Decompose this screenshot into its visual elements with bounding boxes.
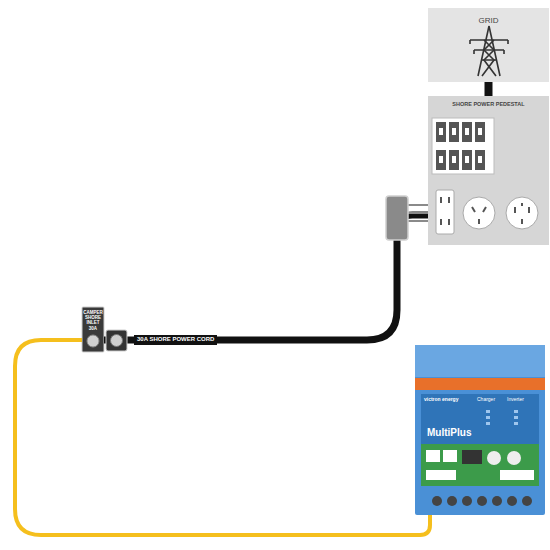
toggle bbox=[465, 128, 469, 135]
inlet-body bbox=[82, 307, 104, 352]
breaker bbox=[449, 122, 459, 142]
terminal-block bbox=[443, 450, 457, 462]
gland bbox=[462, 496, 472, 506]
50a-receptacle bbox=[506, 197, 538, 229]
terminal-strip bbox=[500, 470, 534, 480]
cord-connector bbox=[106, 330, 127, 351]
breakers bbox=[436, 122, 485, 170]
multiplus-housing bbox=[415, 345, 545, 515]
ac-input-wire bbox=[15, 340, 430, 535]
grid-box: GRID bbox=[428, 8, 549, 82]
gland bbox=[507, 496, 517, 506]
connector-face bbox=[111, 335, 123, 347]
grid-feed-cable bbox=[485, 82, 493, 96]
receptacle-prongs bbox=[472, 203, 529, 224]
breaker bbox=[475, 122, 485, 142]
prongs bbox=[408, 205, 428, 221]
node-heading: GRID bbox=[428, 16, 549, 25]
pylon-legs bbox=[478, 26, 500, 76]
housing-top bbox=[415, 345, 545, 377]
prongs bbox=[515, 203, 529, 224]
led bbox=[486, 416, 490, 419]
led bbox=[486, 410, 490, 413]
inlet-receptacle bbox=[87, 335, 99, 347]
outlet-slots bbox=[440, 197, 450, 225]
node-heading: SHORE POWER PEDESTAL bbox=[428, 101, 549, 107]
pylon-insulators bbox=[470, 40, 508, 54]
pedestal-body bbox=[428, 96, 549, 245]
terminal-block bbox=[426, 450, 440, 462]
cord-label: 30A SHORE POWER CORD bbox=[134, 335, 217, 344]
cable-glands bbox=[432, 496, 532, 506]
camper-shore-inlet: CAMPER SHORE INLET 30A bbox=[82, 307, 104, 352]
dip-switch bbox=[487, 451, 501, 465]
shore-power-pedestal: SHORE POWER PEDESTAL bbox=[428, 96, 549, 245]
plug-prongs bbox=[408, 205, 428, 221]
node-heading: CAMPER SHORE INLET 30A bbox=[82, 310, 104, 331]
node-text: Inverter bbox=[507, 397, 524, 403]
breaker bbox=[462, 150, 472, 170]
dip-switch bbox=[507, 451, 521, 465]
toggle bbox=[452, 128, 456, 135]
slot bbox=[448, 219, 450, 225]
board-chip bbox=[462, 450, 482, 464]
breaker bbox=[436, 122, 446, 142]
led bbox=[514, 422, 518, 425]
toggle bbox=[478, 128, 482, 135]
grid-panel bbox=[428, 8, 549, 82]
toggle bbox=[439, 156, 443, 163]
led bbox=[514, 416, 518, 419]
prongs bbox=[472, 207, 486, 224]
breaker bbox=[462, 122, 472, 142]
toggle bbox=[439, 128, 443, 135]
breaker-toggles bbox=[439, 128, 482, 163]
30a-receptacle bbox=[463, 197, 495, 229]
slot bbox=[440, 197, 442, 203]
toggle bbox=[465, 156, 469, 163]
ac-terminals bbox=[426, 470, 456, 480]
front-panel bbox=[421, 394, 539, 486]
pylon-icon bbox=[470, 26, 508, 76]
breaker bbox=[475, 150, 485, 170]
duplex-outlet bbox=[436, 190, 454, 234]
circuit-board bbox=[421, 444, 539, 486]
gland bbox=[432, 496, 442, 506]
gland bbox=[522, 496, 532, 506]
led bbox=[514, 410, 518, 413]
gland bbox=[447, 496, 457, 506]
pylon-bracing bbox=[482, 40, 496, 76]
node-heading: victron energy bbox=[424, 397, 458, 403]
breaker bbox=[449, 150, 459, 170]
breaker-panel bbox=[432, 118, 494, 174]
shore-power-cord bbox=[104, 215, 428, 340]
breaker bbox=[436, 150, 446, 170]
gland bbox=[492, 496, 502, 506]
shore-plug bbox=[386, 196, 408, 240]
slot bbox=[448, 197, 450, 203]
slot bbox=[440, 219, 442, 225]
multiplus-inverter: victron energyMultiPlus Charger Inverter bbox=[415, 345, 545, 515]
led bbox=[486, 422, 490, 425]
toggle bbox=[478, 156, 482, 163]
node-text: MultiPlus bbox=[427, 427, 471, 439]
orange-band bbox=[415, 378, 545, 390]
pylon-arms bbox=[470, 40, 508, 60]
gland bbox=[477, 496, 487, 506]
toggle bbox=[452, 156, 456, 163]
status-leds bbox=[486, 410, 518, 425]
node-text: Charger bbox=[477, 397, 495, 403]
